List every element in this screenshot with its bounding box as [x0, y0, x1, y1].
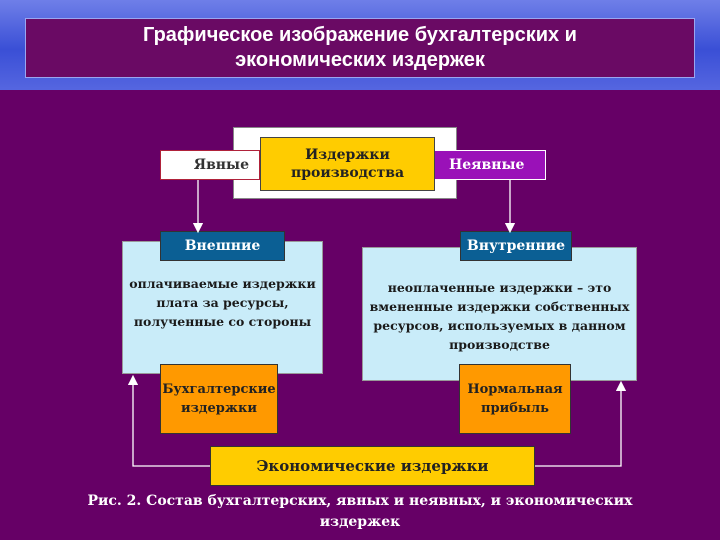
internal-costs-description: неоплаченные издержки – это вмененные из… — [369, 280, 630, 352]
external-costs-description: оплачиваемые издержки плата за ресурсы, … — [129, 276, 316, 329]
internal-costs-panel — [362, 247, 637, 381]
external-costs-panel — [122, 241, 323, 374]
page-title: Графическое изображение бухгалтерских и … — [143, 24, 577, 71]
external-tag: Внешние — [160, 231, 285, 261]
production-costs-box: Издержки производства — [260, 137, 435, 191]
normal-profit-box: Нормальная прибыль — [459, 364, 571, 434]
arrow-economic-to-accounting — [127, 374, 210, 467]
explicit-costs-label: Явные — [160, 150, 260, 180]
accounting-costs-box: Бухгалтерские издержки — [160, 364, 278, 434]
implicit-costs-label: Неявные — [434, 150, 546, 180]
internal-tag: Внутренние — [460, 231, 572, 261]
economic-costs-box: Экономические издержки — [210, 446, 535, 486]
figure-caption: Рис. 2. Состав бухгалтерских, явных и не… — [87, 493, 633, 530]
arrow-economic-to-normal-profit — [535, 380, 627, 467]
title-box: Графическое изображение бухгалтерских и … — [25, 18, 695, 78]
